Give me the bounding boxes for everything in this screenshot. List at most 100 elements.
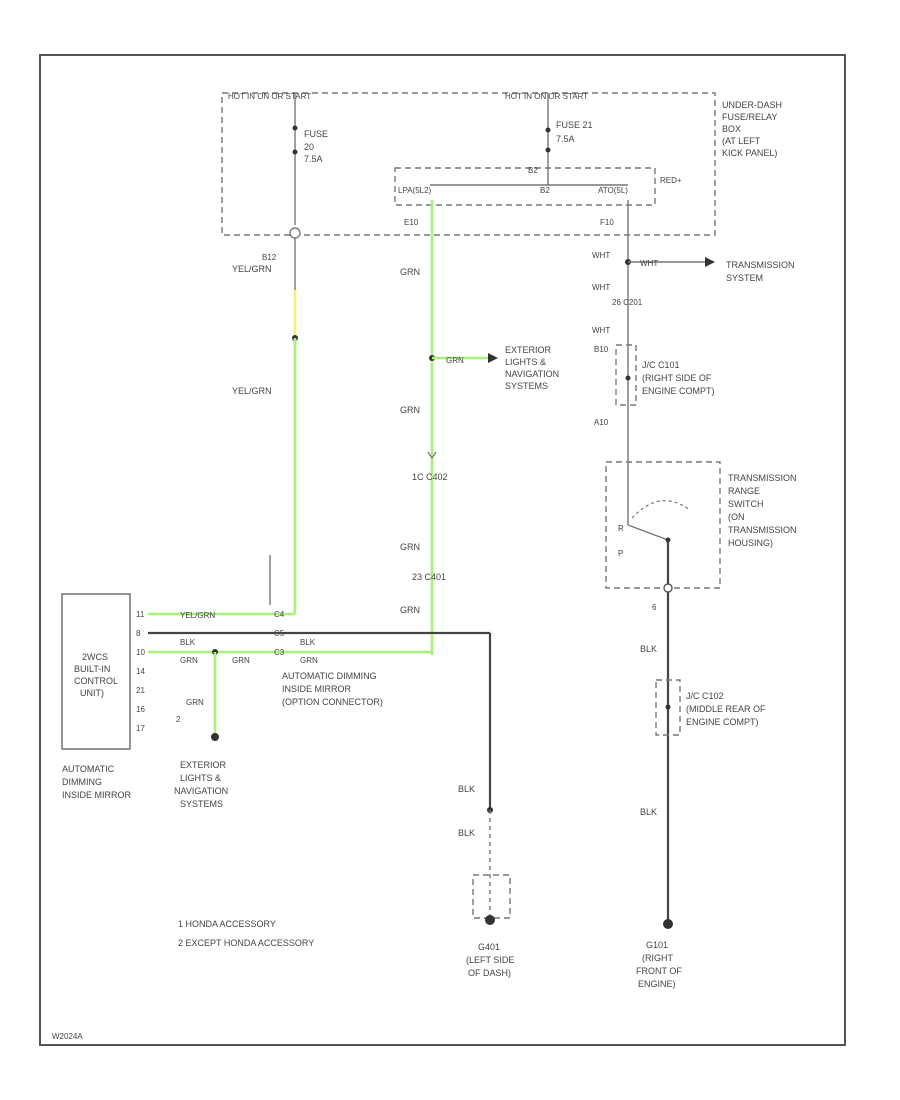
mirror-pin-7: 17	[136, 724, 145, 733]
range-switch-label-1: TRANSMISSION	[728, 473, 797, 483]
conn-pin-c4: C4	[274, 610, 285, 619]
mirror-pin-6: 16	[136, 705, 145, 714]
exterior-right-3: NAVIGATION	[505, 369, 559, 379]
grn-branch-arrow	[488, 353, 498, 363]
jc-c102-3: ENGINE COMPT)	[686, 717, 759, 727]
range-switch-connector	[663, 583, 673, 593]
fuse-box-label-1: UNDER-DASH	[722, 100, 782, 110]
conn-row-lpa: LPA(5L2)	[398, 186, 432, 195]
g101-3: FRONT OF	[636, 966, 682, 976]
conn-row-b2: B2	[540, 186, 550, 195]
range-switch-arc	[631, 500, 691, 519]
mirror-note-2: 2	[176, 715, 181, 724]
g101-1: G101	[646, 940, 668, 950]
wht-pin: F10	[600, 218, 614, 227]
mirror-pin-2: 8	[136, 629, 141, 638]
range-switch-label-6: HOUSING)	[728, 538, 773, 548]
fuse-left-terminal-bottom	[292, 149, 298, 155]
mirror-unit-label-4: UNIT)	[80, 688, 104, 698]
fuse-left-terminal-top	[292, 125, 298, 131]
mirror-pin-1: 11	[136, 610, 145, 619]
jc-c102-outline	[655, 679, 681, 736]
exterior-right-4: SYSTEMS	[505, 381, 548, 391]
jc-c101-node	[625, 375, 631, 381]
mirror-pin-5: 21	[136, 686, 145, 695]
jc-c102-1: J/C C102	[686, 691, 724, 701]
fuse-box-hot-right: HOT IN ON OR START	[505, 92, 588, 101]
grn-label-1: GRN	[400, 267, 420, 277]
ylw-label-1: YEL/GRN	[232, 264, 272, 274]
jc-c102-node	[665, 704, 671, 710]
fuse-box-label-5: KICK PANEL)	[722, 148, 777, 158]
conn-row-red: RED+	[660, 176, 682, 185]
exterior-bottom-1: EXTERIOR	[180, 760, 227, 770]
range-switch-pos-r: R	[618, 524, 624, 533]
grn-label-2: GRN	[400, 405, 420, 415]
mirror-pin-3: 10	[136, 648, 145, 657]
blk-mid-label-1: BLK	[458, 784, 475, 794]
mirror-blk-label: BLK	[180, 638, 196, 647]
wht-branch-arrow	[705, 257, 715, 267]
mirror-ylw-label: YEL/GRN	[180, 611, 215, 620]
exterior-bottom-node	[211, 733, 219, 741]
fuse-box-outline	[221, 92, 716, 236]
fuse-left-label-3: 7.5A	[304, 154, 323, 164]
exterior-bottom-3: NAVIGATION	[174, 786, 228, 796]
option-conn-caption-2: INSIDE MIRROR	[282, 684, 352, 694]
mirror-unit-label-3: CONTROL	[74, 676, 118, 686]
conn-pin-c5: C5	[274, 629, 285, 638]
pin-a10: A10	[594, 418, 609, 427]
ylw-label-2: YEL/GRN	[232, 386, 272, 396]
mirror-caption-1: AUTOMATIC	[62, 764, 115, 774]
option-conn-caption-3: (OPTION CONNECTOR)	[282, 697, 383, 707]
exterior-bottom-4: SYSTEMS	[180, 799, 223, 809]
exterior-bottom-2: LIGHTS &	[180, 773, 221, 783]
fuse-left-label-2: 20	[304, 142, 314, 152]
note-1: 1 HONDA ACCESSORY	[178, 919, 276, 929]
grn-branch-label: GRN	[446, 356, 464, 365]
range-switch-outline	[605, 461, 721, 589]
fuse-left-connector	[289, 227, 301, 239]
fuse-box-label-2: FUSE/RELAY	[722, 112, 777, 122]
mirror-blk-label-b: BLK	[300, 638, 316, 647]
transmission-system-1: TRANSMISSION	[726, 260, 795, 270]
mirror-control-unit	[61, 593, 131, 750]
mirror-pin-4: 14	[136, 667, 145, 676]
conn-row-ato: ATO(5L)	[598, 186, 628, 195]
range-switch-pin-6: 6	[652, 603, 657, 612]
mirror-grn-short: GRN	[186, 698, 204, 707]
blk-right-label-2: BLK	[640, 807, 657, 817]
fuse-box-label-4: (AT LEFT	[722, 136, 761, 146]
option-conn-caption-1: AUTOMATIC DIMMING	[282, 671, 377, 681]
range-switch-label-2: RANGE	[728, 486, 760, 496]
fuse-box-label-3: BOX	[722, 124, 741, 134]
fuse-connector-outline	[394, 167, 656, 206]
g101-2: (RIGHT	[642, 953, 673, 963]
mirror-grn-label-c: GRN	[300, 656, 318, 665]
grn-label-4: GRN	[400, 605, 420, 615]
c103-label: 1C C402	[412, 472, 448, 482]
blk-right-label-1: BLK	[640, 644, 657, 654]
mirror-grn-label-a: GRN	[180, 656, 198, 665]
pin-b10: B10	[594, 345, 609, 354]
fuse-right-terminal-bottom	[545, 147, 551, 153]
grn-pin: E10	[404, 218, 419, 227]
exterior-right-1: EXTERIOR	[505, 345, 552, 355]
jc-c102-2: (MIDDLE REAR OF	[686, 704, 766, 714]
ylw-pin: B12	[262, 253, 277, 262]
note-2: 2 EXCEPT HONDA ACCESSORY	[178, 938, 314, 948]
fuse-right-label-1: FUSE 21	[556, 120, 593, 130]
jc-c101-outline	[615, 344, 637, 406]
range-switch-blade	[627, 524, 669, 541]
wht-label-4: WHT	[592, 326, 610, 335]
g101-ground	[663, 919, 673, 929]
g401-1: G401	[478, 942, 500, 952]
range-switch-label-5: TRANSMISSION	[728, 525, 797, 535]
jc-c101-1: J/C C101	[642, 360, 680, 370]
blk-mid-label-2: BLK	[458, 828, 475, 838]
c201-label: 26 C201	[612, 298, 643, 307]
mirror-unit-label-1: 2WCS	[82, 652, 108, 662]
footer-id: W2024A	[52, 1032, 83, 1041]
g101-4: ENGINE)	[638, 979, 676, 989]
